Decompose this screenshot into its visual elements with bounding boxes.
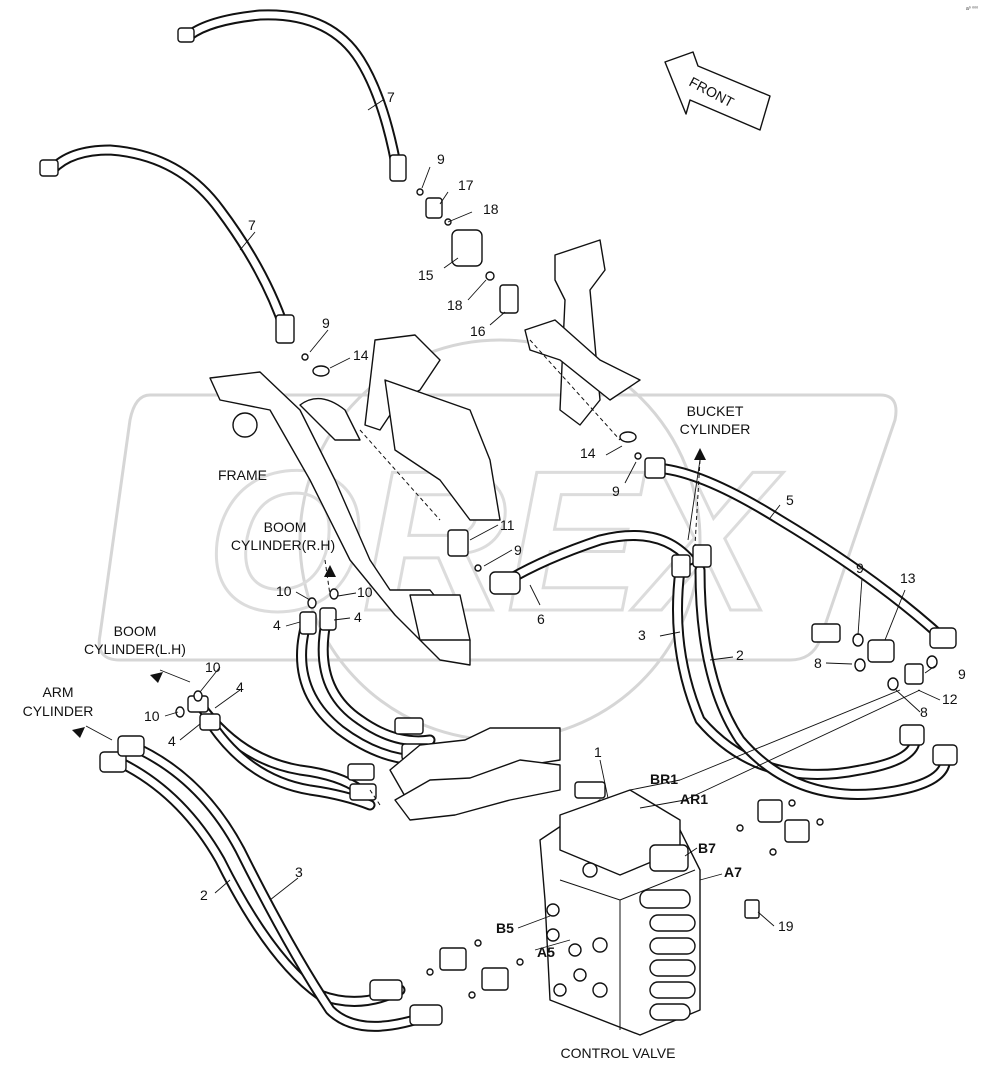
front-arrow: FRONT bbox=[664, 51, 771, 131]
callout-5: 5 bbox=[786, 492, 794, 508]
port-labels: BR1 AR1 B7 A7 B5 A5 bbox=[496, 771, 742, 960]
control-valve bbox=[539, 781, 701, 1036]
callout-7: 7 bbox=[248, 217, 256, 233]
label-arm-1: ARM bbox=[42, 684, 73, 700]
boom-seals bbox=[175, 588, 339, 718]
port-b7: B7 bbox=[698, 840, 716, 856]
callout-3: 3 bbox=[638, 627, 646, 643]
callout-8: 8 bbox=[920, 704, 928, 720]
callout-9: 9 bbox=[856, 560, 864, 576]
callout-6: 6 bbox=[537, 611, 545, 627]
callout-15: 15 bbox=[418, 267, 434, 283]
callout-1: 1 bbox=[594, 744, 602, 760]
callout-11: 11 bbox=[500, 517, 515, 533]
callout-18: 18 bbox=[483, 201, 499, 217]
label-boom-lh-2: CYLINDER(L.H) bbox=[84, 641, 186, 657]
label-frame: FRAME bbox=[218, 467, 267, 483]
label-control-valve: CONTROL VALVE bbox=[561, 1045, 676, 1061]
label-boom-rh-1: BOOM bbox=[264, 519, 307, 535]
callout-9: 9 bbox=[612, 483, 620, 499]
label-bucket-2: CYLINDER bbox=[680, 421, 751, 437]
callout-17: 17 bbox=[458, 177, 474, 193]
arm-hoses-2-3 bbox=[99, 735, 524, 1032]
callout-16: 16 bbox=[470, 323, 486, 339]
port-ar1: AR1 bbox=[680, 791, 708, 807]
port-a5: A5 bbox=[537, 944, 555, 960]
callout-14: 14 bbox=[580, 445, 596, 461]
callout-9: 9 bbox=[514, 542, 522, 558]
callout-10: 10 bbox=[276, 583, 292, 599]
callout-4: 4 bbox=[273, 617, 281, 633]
callout-13: 13 bbox=[900, 570, 916, 586]
callout-3: 3 bbox=[295, 864, 303, 880]
callout-10: 10 bbox=[205, 659, 221, 675]
callout-4: 4 bbox=[236, 679, 244, 695]
callout-2: 2 bbox=[200, 887, 208, 903]
hose-5 bbox=[644, 457, 957, 649]
fitting-chain-upper bbox=[416, 188, 519, 314]
port-b5: B5 bbox=[496, 920, 514, 936]
callout-10: 10 bbox=[144, 708, 160, 724]
valve-side-fittings bbox=[736, 799, 824, 919]
corner-mark: a⁰ ⁰⁰⁰ bbox=[966, 6, 978, 12]
callout-9: 9 bbox=[322, 315, 330, 331]
callout-numbers: 7 7 9 17 18 15 18 16 9 14 14 9 11 9 6 5 … bbox=[144, 89, 966, 934]
label-boom-lh-1: BOOM bbox=[114, 623, 157, 639]
port-a7: A7 bbox=[724, 864, 742, 880]
label-boom-rh-2: CYLINDER(R.H) bbox=[231, 537, 335, 553]
hose-7-upper bbox=[177, 9, 407, 182]
text-labels: FRAME BOOM CYLINDER(R.H) BOOM CYLINDER(L… bbox=[23, 403, 751, 1061]
callout-2: 2 bbox=[736, 647, 744, 663]
label-bucket-1: BUCKET bbox=[687, 403, 744, 419]
hose-2-3-right bbox=[671, 544, 958, 800]
label-arm-2: CYLINDER bbox=[23, 703, 94, 719]
callout-10: 10 bbox=[357, 584, 373, 600]
callout-18: 18 bbox=[447, 297, 463, 313]
callout-9: 9 bbox=[437, 151, 445, 167]
watermark: OREX bbox=[97, 338, 898, 742]
dashed-routes bbox=[324, 339, 701, 806]
callout-19: 19 bbox=[778, 918, 794, 934]
frame-structure bbox=[209, 239, 641, 666]
callout-9: 9 bbox=[958, 666, 966, 682]
hose-7-lower bbox=[39, 144, 295, 344]
boom-hoses-4 bbox=[187, 607, 561, 821]
callout-4: 4 bbox=[354, 609, 362, 625]
hose-6 bbox=[447, 529, 696, 595]
bucket-fittings bbox=[619, 431, 938, 691]
callout-12: 12 bbox=[942, 691, 958, 707]
callout-8: 8 bbox=[814, 655, 822, 671]
callout-4: 4 bbox=[168, 733, 176, 749]
callout-7: 7 bbox=[387, 89, 395, 105]
port-br1: BR1 bbox=[650, 771, 678, 787]
leader-lines bbox=[85, 99, 941, 951]
cylinder-arrows bbox=[72, 448, 706, 738]
callout-14: 14 bbox=[353, 347, 369, 363]
seal-items-left bbox=[301, 353, 330, 377]
